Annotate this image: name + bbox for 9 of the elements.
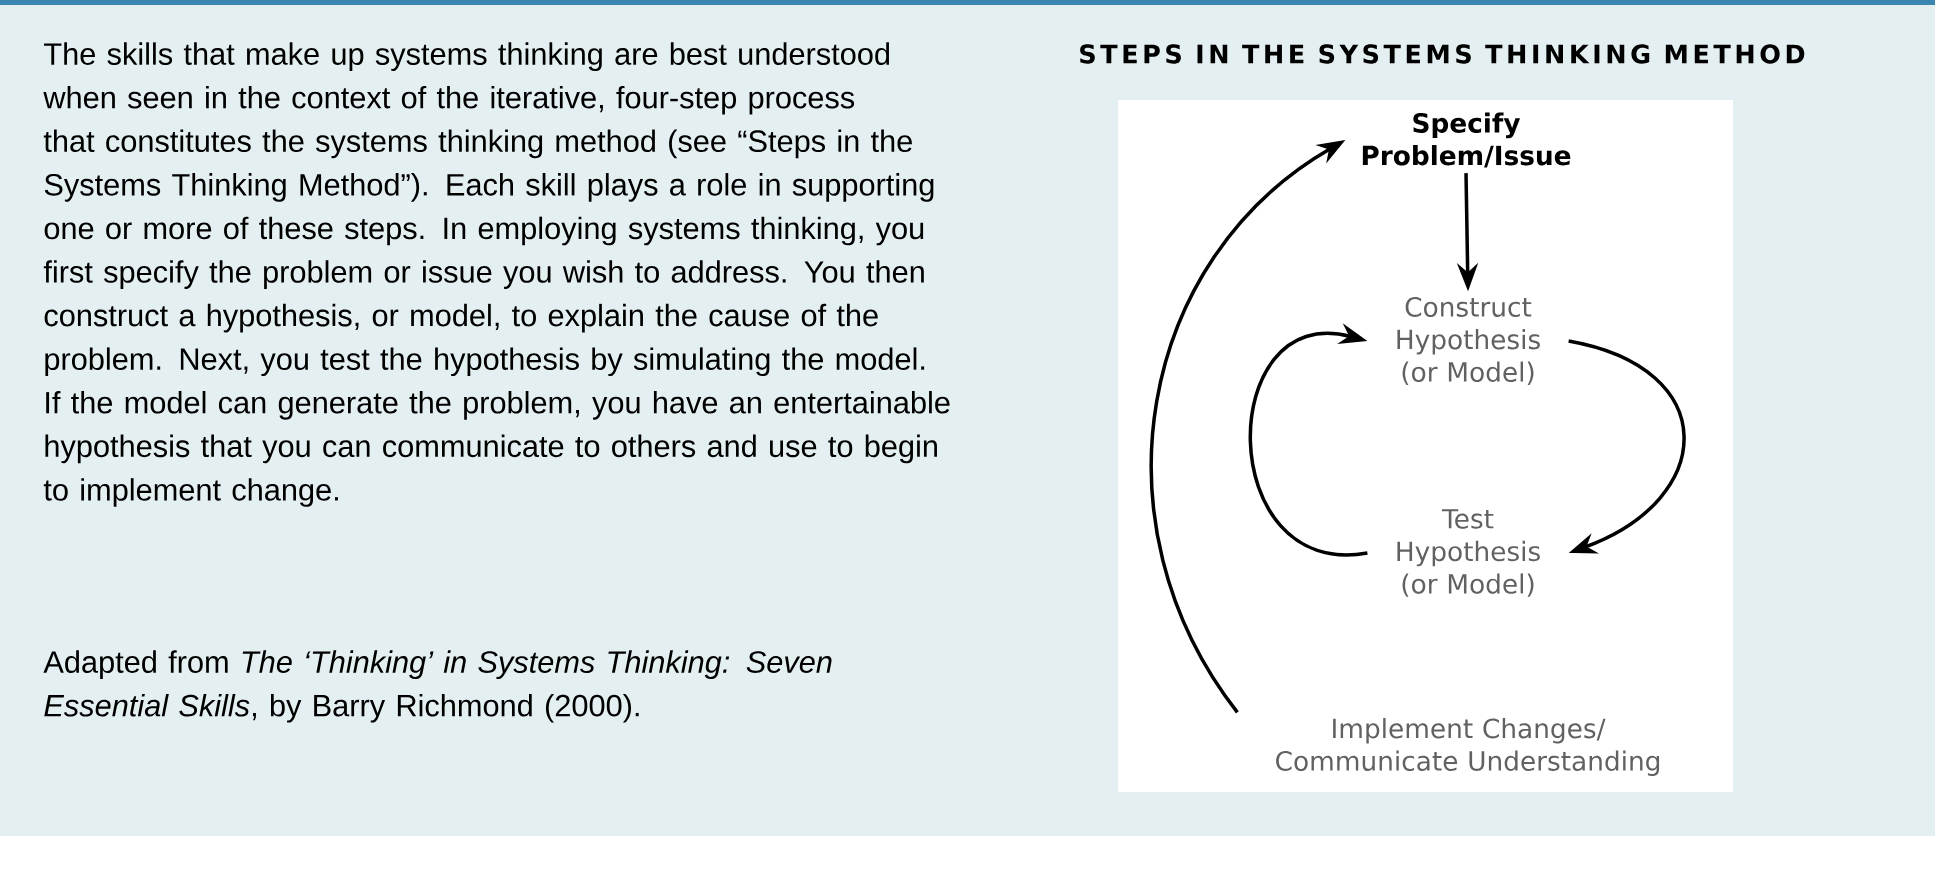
arrow <box>1248 323 1368 556</box>
step-label: Construct Hypothesis (or Model) <box>1397 296 1540 386</box>
step-label: Implement Changes/ Communicate Understanding <box>1276 718 1660 776</box>
citation-text: Adapted from The ‘Thinking’ in Systems Thinking: Seven Essential Skills, by Barry Richmond (2000). <box>43 650 832 723</box>
body-paragraph: The skills that make up systems thinking are best understood when seen in the context of the iterative, four-step process that constitutes the systems thinking method (see “Steps in the Systems Thinking Method”). Each skill plays a role in supporting one or more of these steps. In employing systems thinking, you first specify the problem or issue you wish to address. You then construct a hypothesis, or model, to explain the cause of the problem. Next, you test the hypothesis by simulating the model. If the model can generate the problem, you have an entertainable hypothesis that you can communicate to others and use to begin to implement change. <box>43 42 950 507</box>
step-label: Test Hypothesis (or Model) <box>1397 509 1540 597</box>
diagram-title: STEPS IN THE SYSTEMS THINKING METHOD <box>1080 44 1805 64</box>
step-label: Specify Problem/Issue <box>1362 112 1571 168</box>
arrow <box>1568 339 1686 554</box>
